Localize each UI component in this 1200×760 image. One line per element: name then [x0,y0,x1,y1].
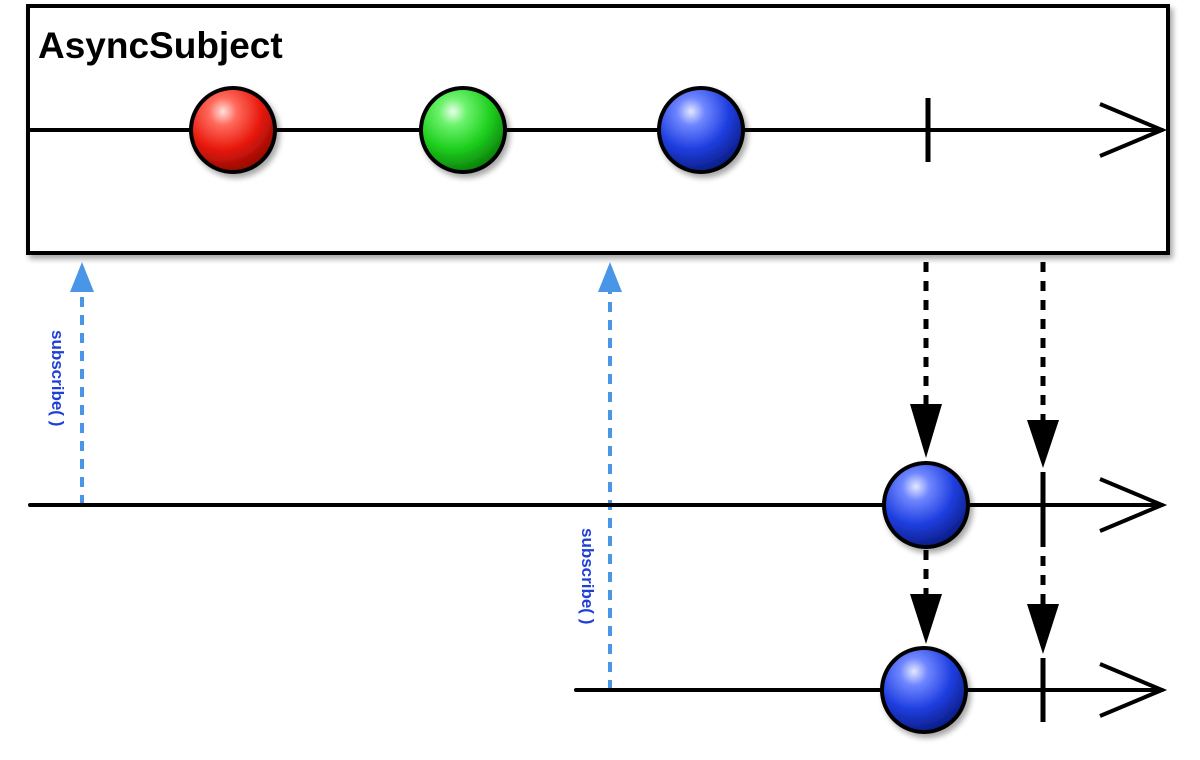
emission-arrow-complete-2 [1027,518,1059,654]
subject-title: AsyncSubject [38,25,283,66]
subscribe-label-2: subscribe( ) [578,528,597,624]
green-marble [419,86,507,174]
subscriber-timeline-2-arrowhead [1099,662,1168,718]
subscribe-arrow-2 [598,262,622,690]
emission-arrow-value-1 [910,262,942,458]
subscribe-arrow-1 [70,262,94,505]
red-marble [189,86,277,174]
blue-marble [657,86,745,174]
emission-arrow-complete-1 [1027,262,1059,468]
source-timeline-arrowhead [1099,102,1168,158]
subscriber-2-blue-marble [880,646,968,734]
emission-arrow-value-2 [910,550,942,644]
source-timeline [28,86,1168,174]
subscriber-timeline-1-arrowhead [1099,477,1168,533]
subscriber-1-blue-marble [882,461,970,549]
subscriber-timeline-2 [574,646,1168,734]
subscriber-timeline-1 [28,461,1168,549]
subscribe-label-1: subscribe( ) [48,330,67,426]
